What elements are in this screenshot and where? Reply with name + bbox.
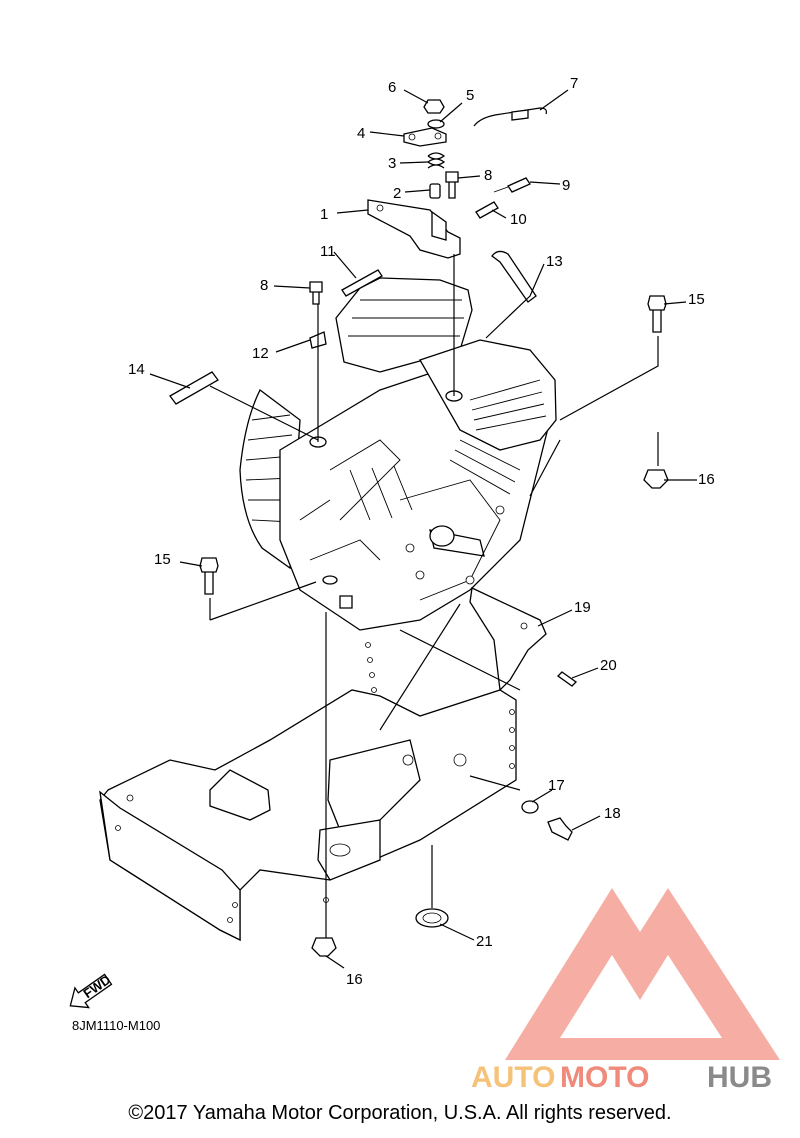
engine-base-frame	[99, 587, 547, 942]
watermark-moto: MOTO	[560, 1061, 649, 1094]
base-plate	[99, 689, 517, 942]
watermark-auto: AUTO	[471, 1061, 555, 1094]
callout-3: 3	[388, 155, 396, 172]
callout-2: 2	[393, 185, 401, 202]
fwd-label: FWD	[80, 972, 113, 1001]
callout-20: 20	[600, 657, 617, 674]
governor-bracket-assembly	[367, 99, 547, 259]
callout-12: 12	[252, 345, 269, 362]
callout-11: 11	[320, 243, 336, 260]
callout-16-right: 16	[698, 471, 715, 488]
callout-8-left: 8	[260, 277, 268, 294]
watermark-logo: AUTO MOTO HUB	[471, 888, 780, 1094]
callout-1: 1	[320, 206, 328, 223]
callout-5: 5	[466, 87, 474, 104]
diagram-code: 8JM1110-M100	[72, 1018, 160, 1033]
engine-assembly	[239, 277, 557, 631]
callout-21: 21	[476, 933, 493, 950]
callout-15-left: 15	[154, 551, 171, 568]
callout-13: 13	[546, 253, 563, 270]
callout-4: 4	[357, 125, 365, 142]
leader-lines	[149, 89, 697, 969]
callout-17: 17	[548, 777, 565, 794]
callout-6: 6	[388, 79, 396, 96]
watermark-triangle-icon	[505, 888, 780, 1060]
callout-10: 10	[510, 211, 527, 228]
callout-19: 19	[574, 599, 591, 616]
fwd-arrow-icon: FWD	[69, 972, 113, 1009]
callout-9: 9	[562, 177, 570, 194]
callout-8-top: 8	[484, 167, 492, 184]
callout-7: 7	[570, 75, 578, 92]
callout-18: 18	[604, 805, 621, 822]
callout-15-right: 15	[688, 291, 705, 308]
side-parts	[169, 250, 669, 957]
frame-holes	[115, 622, 528, 923]
callout-14: 14	[128, 361, 145, 378]
watermark-hub: HUB	[707, 1061, 772, 1094]
copyright-footer: ©2017 Yamaha Motor Corporation, U.S.A. A…	[128, 1102, 672, 1124]
callout-16-bottom: 16	[346, 971, 363, 988]
callout-numbers: 1 2 3 4 5 6 7 8 8 9 10 11 12 13 14 15 15…	[128, 75, 715, 988]
